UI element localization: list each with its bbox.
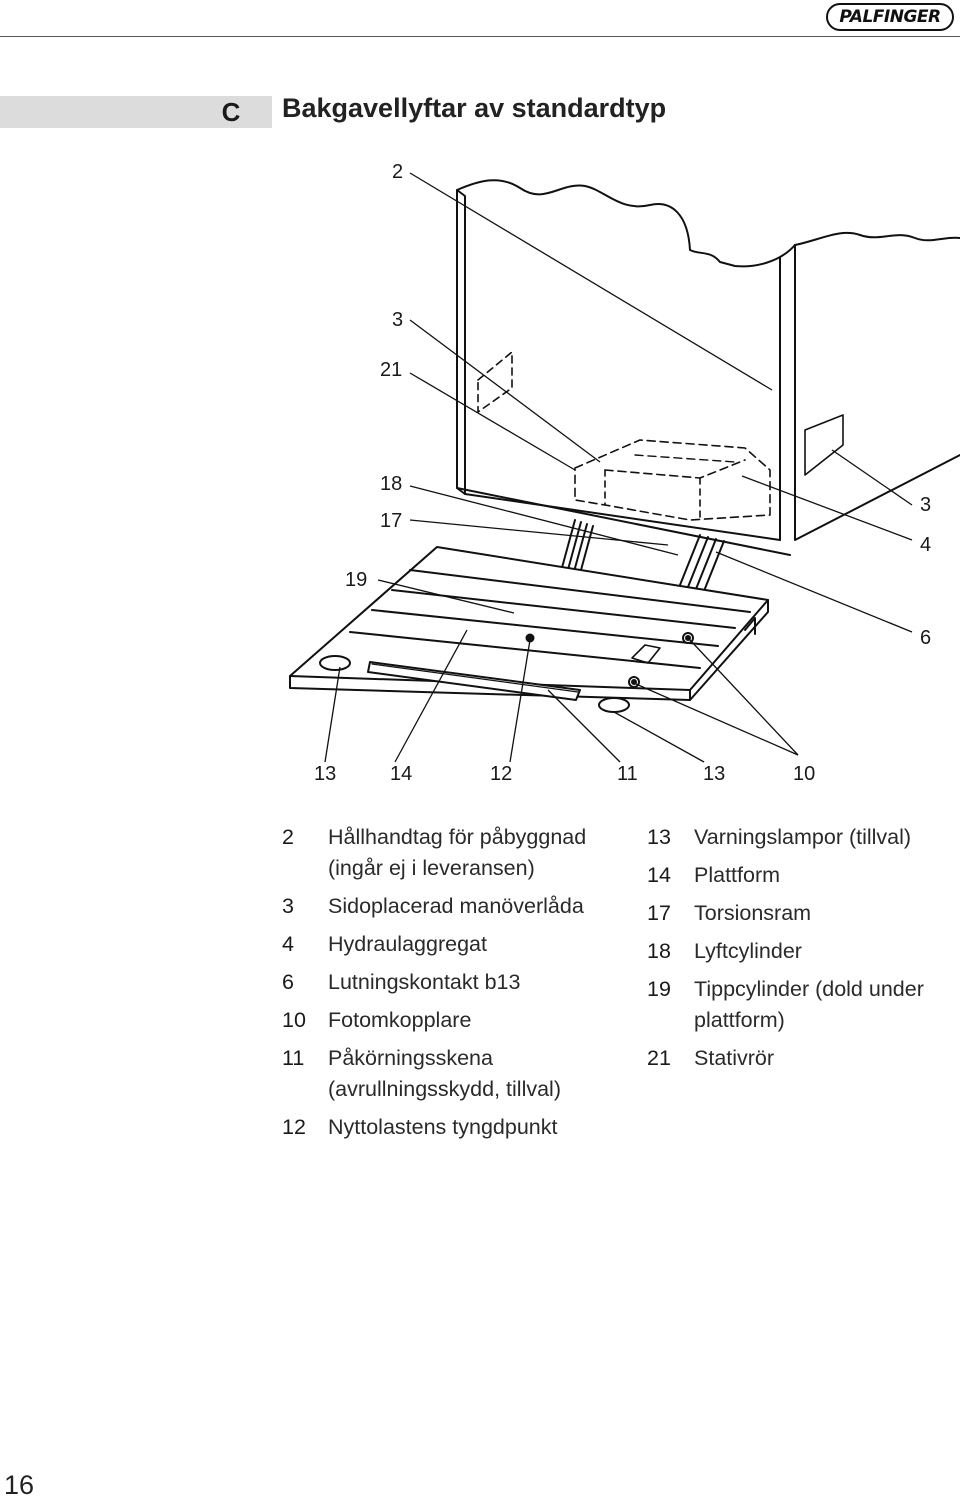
- legend-text: Fotomkopplare: [328, 1008, 472, 1032]
- callout-18: 18: [380, 473, 402, 495]
- legend-text: Torsionsram: [694, 901, 812, 925]
- legend-number: 12: [282, 1115, 306, 1139]
- legend-left: 2 Hållhandtag för påbyggnad (ingår ej i l…: [282, 822, 632, 1150]
- legend-item: 6 Lutningskontakt b13: [282, 967, 632, 998]
- legend-item: 13 Varningslampor (tillval): [647, 822, 957, 853]
- callout-14: 14: [390, 763, 412, 785]
- body-floor-edge: [456, 487, 791, 556]
- legend-number: 6: [282, 970, 294, 994]
- legend-text: Plattform: [694, 863, 781, 887]
- page-number: 16: [4, 1470, 35, 1500]
- legend-item: 19 Tippcylinder (dold under plattform): [647, 974, 957, 1036]
- logo-text: PALFINGER: [839, 7, 941, 27]
- chapter-letter: C: [221, 97, 241, 127]
- legend-text: Tippcylinder (dold under plattform): [694, 977, 924, 1032]
- legend-text: Lutningskontakt b13: [328, 970, 521, 994]
- legend-number: 4: [282, 932, 294, 956]
- callout-3-right: 3: [920, 494, 931, 516]
- callout-13-left: 13: [314, 763, 336, 785]
- callout-3-top: 3: [392, 309, 403, 331]
- legend-text: Hydraulaggregat: [328, 932, 487, 956]
- legend-item: 10 Fotomkopplare: [282, 1005, 632, 1036]
- legend-text: Lyftcylinder: [694, 939, 802, 963]
- left-wall: [456, 189, 466, 495]
- legend-item: 12 Nyttolastens tyngdpunkt: [282, 1112, 632, 1143]
- callout-2: 2: [392, 161, 403, 183]
- legend-item: 3 Sidoplacerad manöverlåda: [282, 891, 632, 922]
- legend-number: 2: [282, 825, 294, 849]
- callout-19: 19: [345, 569, 367, 591]
- legend-item: 2 Hållhandtag för påbyggnad (ingår ej i l…: [282, 822, 632, 884]
- legend-item: 14 Plattform: [647, 860, 957, 891]
- legend-number: 19: [647, 977, 671, 1001]
- callout-17: 17: [380, 510, 402, 532]
- warning-lamp-right: [598, 697, 630, 713]
- right-wall-torn-top: [794, 231, 960, 246]
- legend-item: 17 Torsionsram: [647, 898, 957, 929]
- legend-number: 14: [647, 863, 671, 887]
- tail-lift-diagram: 2 3 21 18 17 19 3 4 6 13 14 12 11 13 10: [289, 161, 960, 785]
- platform-marker: [631, 644, 661, 664]
- legend-item: 18 Lyftcylinder: [647, 936, 957, 967]
- callout-4: 4: [920, 534, 931, 556]
- legend-item: 4 Hydraulaggregat: [282, 929, 632, 960]
- legend-number: 21: [647, 1046, 671, 1070]
- lift-cylinder-left: [559, 519, 594, 582]
- callout-12: 12: [490, 763, 512, 785]
- callout-13-right: 13: [703, 763, 725, 785]
- palfinger-logo: PALFINGER: [826, 3, 954, 31]
- legend-text: Stativrör: [694, 1046, 775, 1070]
- callout-11: 11: [617, 763, 638, 785]
- legend-number: 13: [647, 825, 671, 849]
- right-control-box: [804, 414, 844, 476]
- legend-right: 13 Varningslampor (tillval) 14 Plattform 1…: [647, 822, 957, 1081]
- legend-text: Varningslampor (tillval): [694, 825, 912, 849]
- legend-text: Hållhandtag för påbyggnad (ingår ej i le…: [328, 825, 587, 880]
- legend-text: Sidoplacerad manöverlåda: [328, 894, 584, 918]
- legend-number: 10: [282, 1008, 306, 1032]
- dashed-control-box: [477, 351, 513, 413]
- left-wall-torn-top: [456, 179, 796, 268]
- legend-number: 11: [282, 1046, 305, 1070]
- page-title: Bakgavellyftar av standardtyp: [282, 93, 667, 123]
- legend-number: 3: [282, 894, 294, 918]
- legend-text: Nyttolastens tyngdpunkt: [328, 1115, 558, 1139]
- legend-number: 18: [647, 939, 671, 963]
- legend-item: 21 Stativrör: [647, 1043, 957, 1074]
- callout-10: 10: [793, 763, 815, 785]
- chapter-bar: [0, 96, 272, 128]
- callout-6: 6: [920, 627, 931, 649]
- header-rule: [0, 36, 960, 37]
- callout-21: 21: [380, 359, 402, 381]
- warning-lamp-left: [319, 655, 351, 671]
- legend-item: 11 Påkörningsskena (avrullningsskydd, til…: [282, 1043, 632, 1105]
- legend-text: Påkörningsskena (avrullningsskydd, tillv…: [328, 1046, 561, 1101]
- lift-cylinder-right: [679, 534, 725, 592]
- right-wall: [794, 244, 960, 541]
- legend-number: 17: [647, 901, 671, 925]
- roll-stop-bar: [367, 661, 581, 701]
- platform-front-edge: [289, 675, 691, 701]
- hydraulic-unit-dashed: [574, 439, 771, 521]
